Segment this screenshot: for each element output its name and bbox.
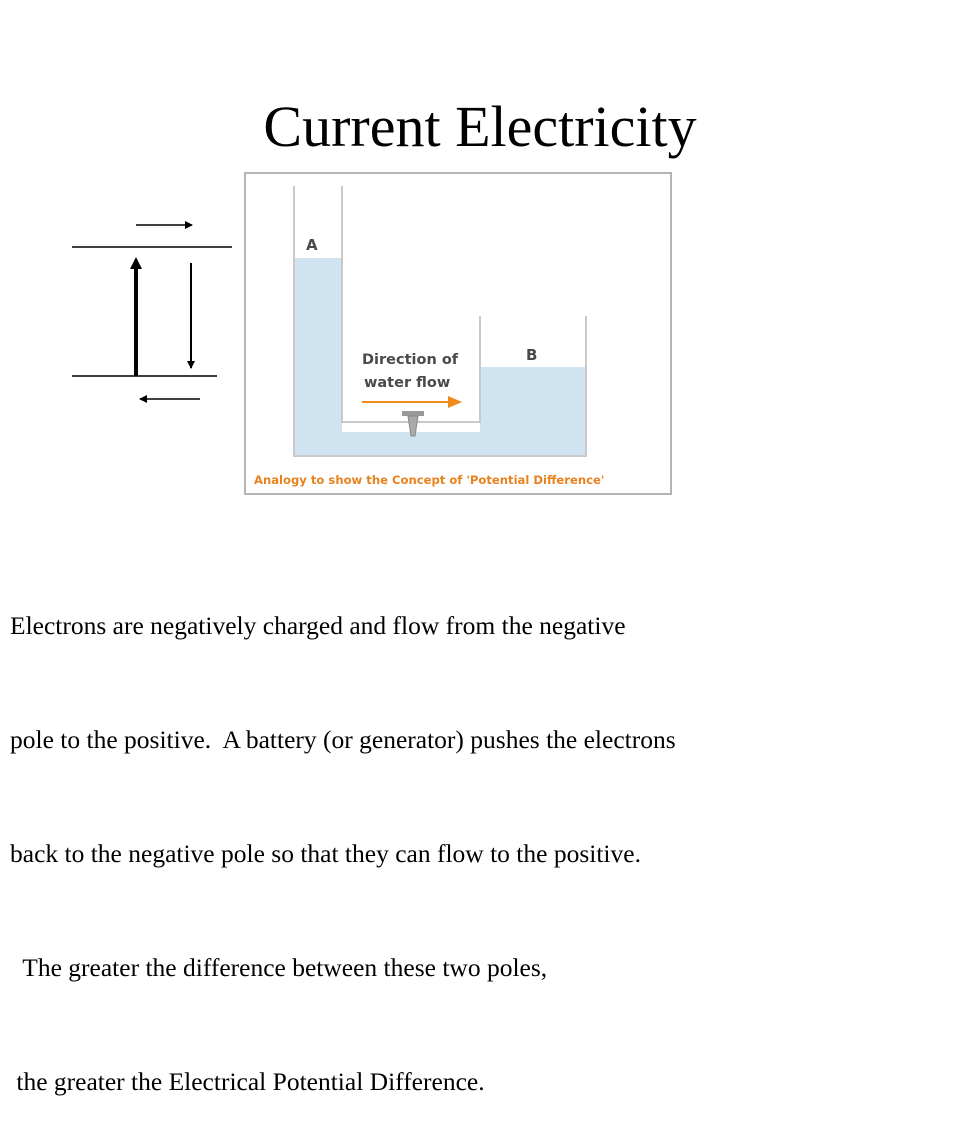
body-line: Electrons are negatively charged and flo… [10, 611, 626, 640]
label-tank-b: B [526, 346, 537, 364]
valve-icon [402, 411, 424, 437]
body-text: Electrons are negatively charged and flo… [10, 531, 676, 1139]
body-line: pole to the positive. A battery (or gene… [10, 725, 676, 754]
body-line: back to the negative pole so that they c… [10, 839, 641, 868]
tank-a-water [294, 258, 342, 456]
slide-title: Current Electricity [263, 94, 697, 159]
body-line: The greater the difference between these… [10, 953, 548, 982]
tank-b-water [480, 367, 586, 456]
circuit-diagram [72, 221, 232, 403]
flow-label-line2: water flow [364, 375, 450, 391]
water-analogy-figure: A B Direction of water flow Analogy to s… [244, 172, 672, 495]
water-tanks-illustration: A B Direction of water flow Analogy to s… [254, 186, 604, 487]
body-line: the greater the Electrical Potential Dif… [10, 1067, 485, 1096]
figure-caption: Analogy to show the Concept of 'Potentia… [254, 473, 604, 487]
label-tank-a: A [306, 236, 318, 254]
flow-label-line1: Direction of [362, 352, 459, 368]
